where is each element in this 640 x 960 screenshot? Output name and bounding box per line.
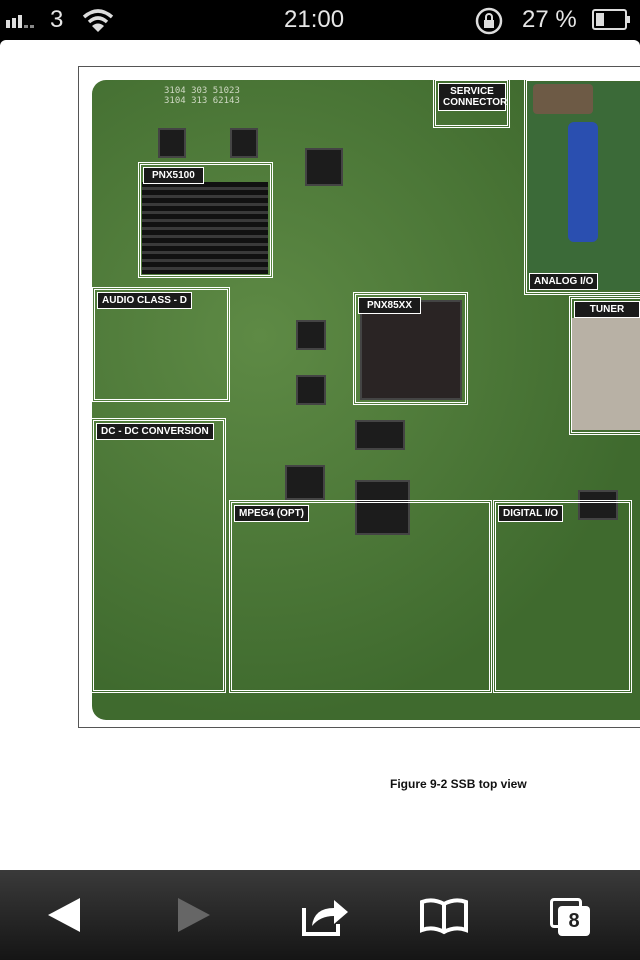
wifi-icon <box>82 9 114 32</box>
analog-io-box: ANALOG I/O <box>524 78 640 295</box>
status-bar: 3 21:00 27 % <box>0 0 640 40</box>
pnx85xx-box: PNX85XX <box>353 292 468 405</box>
chip <box>305 148 343 186</box>
forward-button[interactable] <box>168 890 218 940</box>
dc-dc-label: DC - DC CONVERSION <box>96 423 214 440</box>
battery-icon <box>592 9 630 30</box>
rotation-lock-icon <box>475 7 503 35</box>
mpeg4-label: MPEG4 (OPT) <box>234 505 310 522</box>
heatsink <box>142 182 268 274</box>
service-connector-label: SERVICE CONNECTOR <box>438 83 507 111</box>
mpeg4-box: MPEG4 (OPT) <box>229 500 492 693</box>
digital-io-label: DIGITAL I/O <box>498 505 564 522</box>
tabs-count: 8 <box>558 906 590 936</box>
signal-icon <box>6 15 34 28</box>
analog-io-label: ANALOG I/O <box>529 273 599 290</box>
chip <box>230 128 258 158</box>
tuner-label: TUNER <box>574 301 640 318</box>
dc-dc-box: DC - DC CONVERSION <box>91 418 226 693</box>
safari-toolbar: 8 <box>0 870 640 960</box>
service-connector-box: SERVICE CONNECTOR <box>433 78 510 128</box>
chip <box>578 490 618 520</box>
carrier: 3 <box>50 6 64 33</box>
tuner-box: TUNER <box>569 296 640 435</box>
pnx5100-label: PNX5100 <box>143 167 204 184</box>
board-print-line: 3104 303 51023 <box>164 86 240 96</box>
figure-caption: Figure 9-2 SSB top view <box>390 777 527 791</box>
board-print-line: 3104 313 62143 <box>164 96 240 106</box>
digital-io-box: DIGITAL I/O <box>493 500 632 693</box>
pnx85xx-chip <box>360 300 462 400</box>
pnx85xx-label: PNX85XX <box>358 297 422 314</box>
analog-connectors <box>528 82 640 290</box>
bookmarks-button[interactable] <box>419 890 469 940</box>
chip <box>285 465 325 500</box>
clock: 21:00 <box>284 6 345 33</box>
share-button[interactable] <box>300 890 350 940</box>
audio-class-d-box: AUDIO CLASS - D <box>92 287 230 402</box>
tuner-can <box>572 318 640 430</box>
audio-class-d-label: AUDIO CLASS - D <box>97 292 192 309</box>
battery-percent: 27 % <box>522 6 577 33</box>
tabs-button[interactable]: 8 <box>550 898 592 936</box>
chip <box>296 375 326 405</box>
chip <box>296 320 326 350</box>
chip <box>355 420 405 450</box>
back-button[interactable] <box>40 890 90 940</box>
chip <box>158 128 186 158</box>
chip <box>355 480 410 535</box>
pnx5100-box: PNX5100 <box>138 162 273 278</box>
